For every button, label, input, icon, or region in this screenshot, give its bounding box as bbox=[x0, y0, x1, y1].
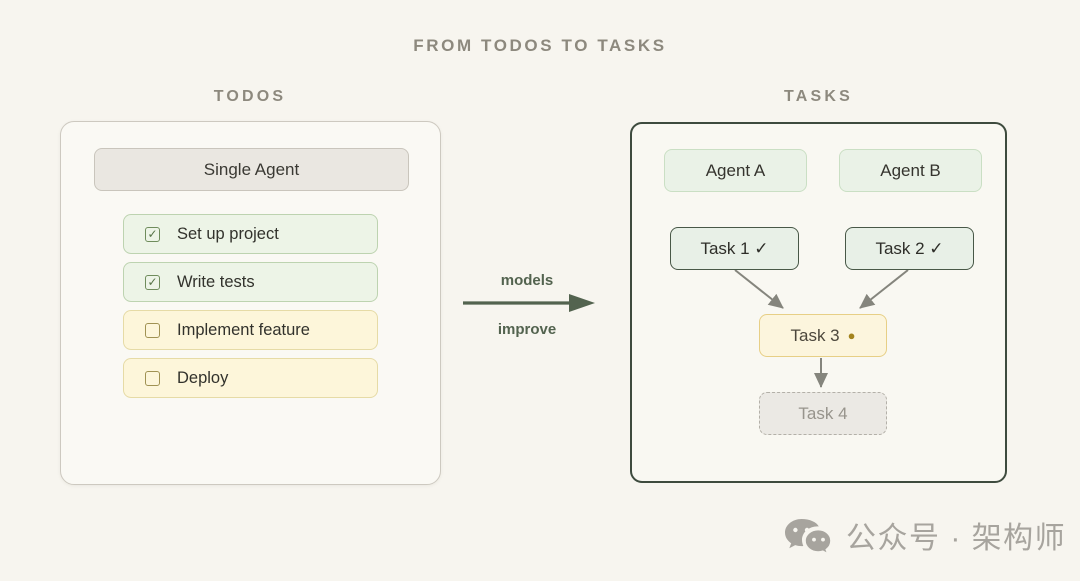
task1-to-task3-arrow bbox=[734, 269, 784, 309]
checkbox-checked-icon: ✓ bbox=[145, 274, 160, 290]
todo-item-set-up-project: ✓ Set up project bbox=[123, 214, 378, 254]
transition-label-improve: improve bbox=[497, 321, 557, 338]
todo-item-label: Set up project bbox=[177, 224, 279, 243]
agent-b-label: Agent B bbox=[880, 160, 941, 180]
task2-node: Task 2 ✓ bbox=[845, 227, 974, 270]
task4-label: Task 4 bbox=[798, 403, 848, 423]
task3-node: Task 3 ● bbox=[759, 314, 887, 357]
task1-node: Task 1 ✓ bbox=[670, 227, 799, 270]
todo-list: ✓ Set up project ✓ Write tests Implement… bbox=[123, 214, 378, 398]
wechat-icon bbox=[785, 519, 832, 556]
checkbox-unchecked-icon bbox=[145, 370, 160, 386]
in-progress-dot-icon: ● bbox=[847, 328, 856, 343]
todos-panel: Single Agent ✓ Set up project ✓ Write te… bbox=[60, 121, 441, 485]
todo-item-label: Implement feature bbox=[177, 320, 310, 339]
single-agent-label: Single Agent bbox=[203, 159, 300, 179]
task1-label: Task 1 ✓ bbox=[700, 238, 769, 258]
page-title: FROM TODOS TO TASKS bbox=[413, 36, 667, 55]
watermark: 公众号 · 架构师 bbox=[783, 517, 1066, 561]
checkbox-checked-icon: ✓ bbox=[145, 226, 160, 242]
todos-to-tasks-arrow bbox=[463, 294, 595, 312]
agent-a-node: Agent A bbox=[664, 149, 807, 192]
single-agent-node: Single Agent bbox=[94, 148, 409, 191]
transition-label-models: models bbox=[500, 272, 554, 289]
todo-item-label: Deploy bbox=[177, 368, 229, 387]
task2-to-task3-arrow bbox=[859, 269, 909, 309]
watermark-text: 公众号 · 架构师 bbox=[846, 522, 1067, 555]
task2-label: Task 2 ✓ bbox=[875, 238, 944, 258]
tasks-panel-label: TASKS bbox=[783, 88, 854, 105]
task4-node: Task 4 bbox=[759, 392, 887, 435]
todo-item-label: Write tests bbox=[177, 272, 255, 291]
todos-panel-label: TODOS bbox=[213, 88, 287, 105]
todo-item-deploy: Deploy bbox=[123, 358, 378, 398]
checkbox-unchecked-icon bbox=[145, 322, 160, 338]
todo-item-write-tests: ✓ Write tests bbox=[123, 262, 378, 302]
agent-a-label: Agent A bbox=[705, 160, 766, 180]
agent-b-node: Agent B bbox=[839, 149, 982, 192]
tasks-panel: Agent A Agent B Task 1 ✓ Task 2 ✓ Task 3… bbox=[630, 122, 1007, 483]
todo-item-implement-feature: Implement feature bbox=[123, 310, 378, 350]
task3-label: Task 3 bbox=[790, 325, 840, 345]
